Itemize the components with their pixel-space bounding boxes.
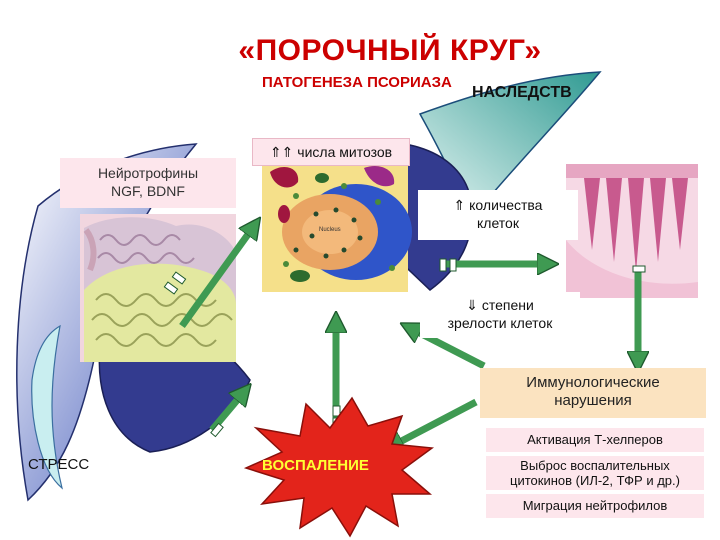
cytokines-box: Выброс воспалительных цитокинов (ИЛ-2, Т… (486, 456, 704, 490)
cell-micrograph (262, 162, 412, 292)
immune-line1: Иммунологические (526, 374, 660, 391)
mitoses-box: ⇑⇑ числа митозов (252, 138, 410, 166)
cell-count-line1: ⇑ количества (453, 197, 543, 213)
maturity-box: ⇓ степени зрелости клеток (420, 292, 580, 338)
inflammation-burst (243, 396, 435, 538)
neurotrophins-line1: Нейротрофины (97, 165, 199, 181)
left-swoosh-inner (31, 324, 64, 490)
arrow-to-neurotrophins (179, 226, 254, 329)
page-subtitle: ПАТОГЕНЕЗА ПСОРИАЗА (262, 74, 452, 91)
neurotrophins-line2: NGF, BDNF (111, 183, 185, 199)
inflammation-label: ВОСПАЛЕНИЕ (262, 457, 369, 474)
neutrophils-box: Миграция нейтрофилов (486, 494, 704, 518)
cytokines-line1: Выброс воспалительных (520, 458, 670, 473)
skin-histology (566, 164, 698, 298)
arrow-stress-brain (209, 392, 244, 433)
arrow-immune-inflammation (392, 398, 478, 446)
immune-box: Иммунологические нарушения (480, 368, 706, 418)
page-title: «ПОРОЧНЫЙ КРУГ» (238, 34, 542, 67)
maturity-line1: ⇓ степени (466, 297, 534, 313)
cytokines-line2: цитокинов (ИЛ-2, ТФР и др.) (510, 473, 680, 488)
maturity-line2: зрелости клеток (447, 315, 553, 331)
neurotrophins-box: Нейротрофины NGF, BDNF (60, 158, 236, 208)
th-activation-box: Активация Т-хелперов (486, 428, 704, 452)
heredity-label: НАСЛЕДСТВ (472, 84, 572, 101)
immune-line2: нарушения (554, 392, 632, 409)
cell-count-box: ⇑ количества клеток (418, 190, 578, 240)
nucleus-label: Nucleus (319, 227, 341, 233)
cell-count-line2: клеток (477, 215, 519, 231)
stress-label: СТРЕСС (28, 456, 90, 473)
